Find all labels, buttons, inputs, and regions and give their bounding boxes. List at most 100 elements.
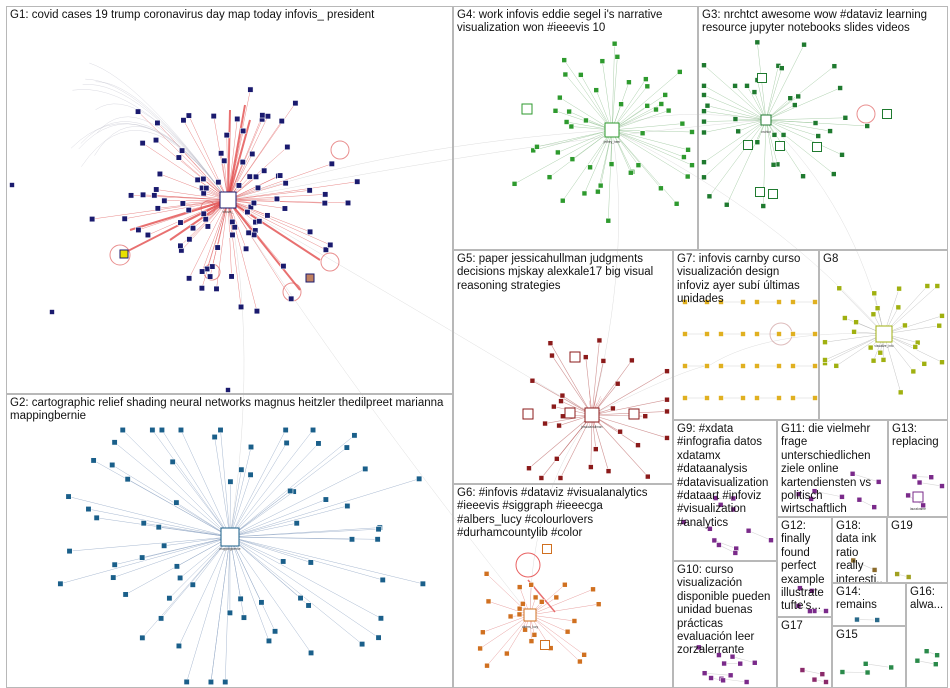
g2-node[interactable] [173,499,180,506]
g7-node[interactable] [776,395,782,401]
g3-node[interactable] [732,116,739,122]
g4-node[interactable] [587,164,593,171]
g3-node[interactable] [831,63,838,69]
g6-node[interactable] [590,586,596,593]
g1-node[interactable] [186,275,193,282]
g1-node[interactable] [225,387,231,393]
g13-node[interactable] [939,483,945,489]
g4-node[interactable] [595,188,601,195]
g17-node[interactable] [811,676,818,683]
g4-node[interactable] [569,156,576,162]
g5-node[interactable] [605,468,612,474]
g1-node[interactable] [282,180,289,187]
g3-node[interactable] [815,133,822,139]
g2-node[interactable] [169,458,176,465]
g4-node[interactable] [689,129,695,135]
g5-node[interactable] [547,340,554,346]
g4-node[interactable] [511,181,518,187]
g7-node[interactable] [776,331,782,337]
g2-node[interactable] [287,487,294,494]
g3-hub-node[interactable] [760,114,772,126]
g3-node[interactable] [701,83,707,89]
g8-node[interactable] [871,290,878,297]
g5-node[interactable] [642,413,649,420]
g3-node[interactable] [701,159,707,165]
g1-node[interactable] [177,242,184,249]
g4-node[interactable] [555,149,561,156]
g1-node[interactable] [280,263,287,270]
g1-node[interactable] [119,249,129,259]
g6-node[interactable] [484,662,490,669]
g1-node[interactable] [200,210,207,217]
g1-node[interactable] [210,113,217,120]
g5-node[interactable] [538,475,545,481]
g1-node[interactable] [153,186,160,193]
g2-node[interactable] [308,649,315,656]
g2-node[interactable] [237,595,244,602]
g9-node[interactable] [711,537,718,544]
g5-node[interactable] [549,352,555,359]
g2-node[interactable] [65,493,72,500]
g2-node[interactable] [374,536,381,543]
g3-node[interactable] [754,139,761,146]
g4-node[interactable] [643,76,649,82]
g4-node[interactable] [677,69,683,75]
g4-node[interactable] [563,119,570,125]
g8-node[interactable] [822,357,828,363]
g2-node[interactable] [122,591,129,598]
g8-node[interactable] [867,344,874,351]
g8-node[interactable] [851,329,857,335]
g2-node[interactable] [158,426,165,434]
g5-node[interactable] [588,464,594,470]
g7-node[interactable] [682,299,688,305]
g6-node[interactable] [581,651,587,658]
g5-node[interactable] [664,435,670,441]
g6-node[interactable] [540,640,550,650]
g6-node[interactable] [507,613,514,620]
g5-node[interactable] [542,420,548,427]
g1-node[interactable] [177,219,184,226]
g6-node[interactable] [520,601,526,607]
g3-node[interactable] [801,41,807,48]
g4-node[interactable] [665,107,672,114]
g12-node[interactable] [795,603,802,609]
g7-node[interactable] [718,363,724,369]
g4-node[interactable] [605,217,612,224]
g2-node[interactable] [282,426,289,434]
g1-node[interactable] [144,231,151,239]
g15-node[interactable] [888,664,895,671]
g1-node[interactable] [128,192,135,199]
g9-node[interactable] [680,519,687,525]
g4-node[interactable] [658,185,664,192]
g13-hub-node[interactable] [912,491,924,503]
g14-node[interactable] [854,616,860,623]
g1-node[interactable] [278,118,285,125]
g6-node[interactable] [562,581,568,588]
g2-node[interactable] [177,426,185,434]
g2-node[interactable] [322,496,329,503]
g4-hub-node[interactable] [604,122,620,138]
g2-node[interactable] [66,548,73,555]
g3-node[interactable] [701,92,707,98]
g1-node[interactable] [247,86,254,93]
g1-node[interactable] [186,236,193,243]
g2-node[interactable] [348,536,356,543]
g3-node[interactable] [735,128,741,135]
g2-node[interactable] [222,678,229,686]
g4-node[interactable] [653,106,659,113]
g16-node[interactable] [934,652,940,658]
g7-node[interactable] [682,331,688,337]
g1-node[interactable] [246,173,253,180]
g1-node[interactable] [292,100,299,107]
g11-node[interactable] [849,470,856,477]
g4-node[interactable] [662,92,668,98]
g4-node[interactable] [611,40,618,47]
g2-node[interactable] [110,574,117,581]
g2-node[interactable] [207,678,214,686]
g5-node[interactable] [554,456,560,462]
g15-node[interactable] [864,669,871,676]
g4-node[interactable] [658,101,665,107]
g9-node[interactable] [712,495,719,501]
g1-node[interactable] [243,245,250,252]
g2-node[interactable] [309,426,317,434]
